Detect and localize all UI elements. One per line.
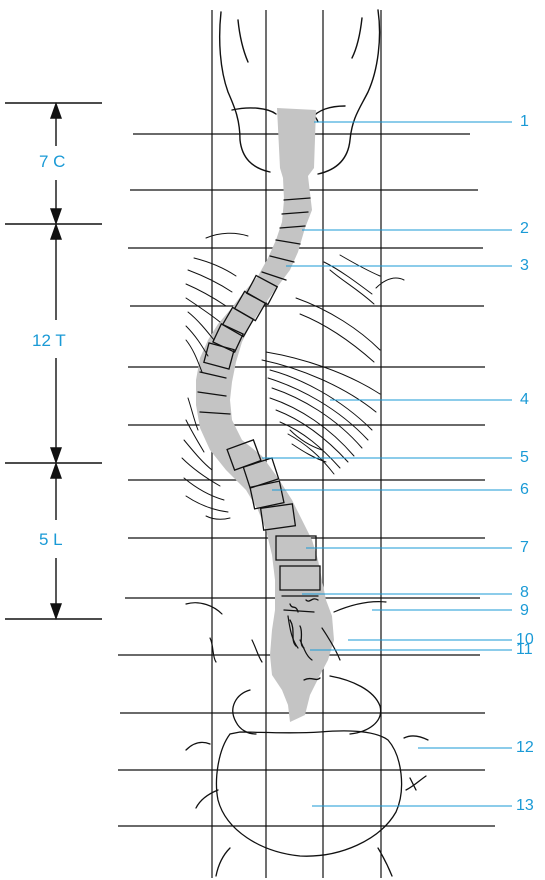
horizontal-grid-lines [118,134,495,826]
callout-9: 9 [520,603,529,619]
callout-11: 11 [516,642,533,658]
callout-13: 13 [516,798,534,814]
callout-2: 2 [520,221,529,237]
spinal-column-shading [196,108,334,722]
callout-3: 3 [520,258,529,274]
callout-4: 4 [520,392,529,408]
region-label-cervical: 7 C [39,153,65,170]
rib-sketch-lines [262,255,404,474]
callout-7: 7 [520,540,529,556]
callout-1: 1 [520,114,529,130]
callout-5: 5 [520,450,529,466]
callout-6: 6 [520,482,529,498]
region-label-thoracic: 12 T [32,332,66,349]
callout-12: 12 [516,740,534,756]
region-label-lumbar: 5 L [39,531,63,548]
callout-8: 8 [520,585,529,601]
